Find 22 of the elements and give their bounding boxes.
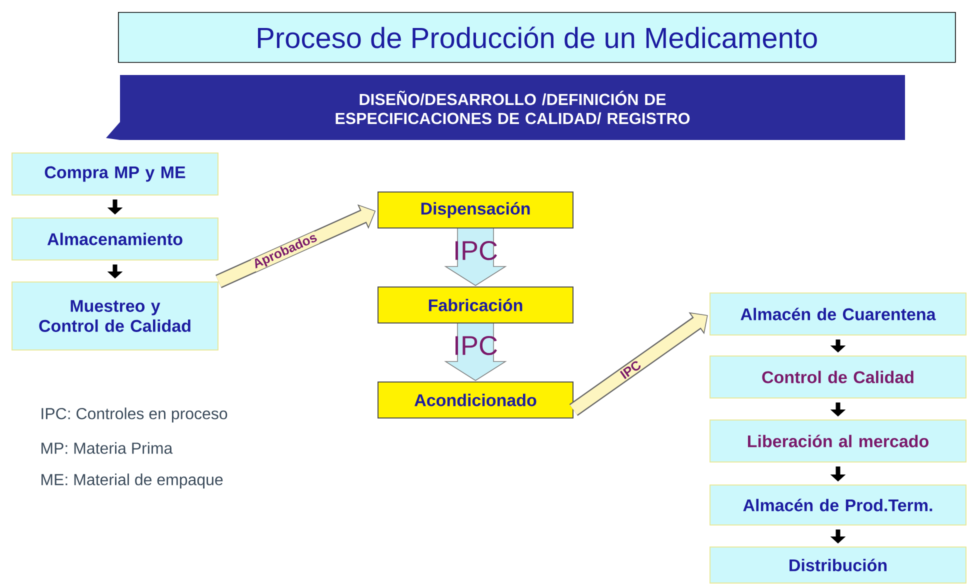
- process-box: Almacenamiento: [12, 218, 218, 260]
- process-box: Liberación al mercado: [710, 420, 966, 462]
- block-arrow: [444, 323, 507, 381]
- process-box: Dispensación: [378, 192, 574, 228]
- process-box: Acondicionado: [378, 382, 574, 418]
- process-box: Compra MP y ME: [12, 152, 218, 196]
- edge-label: IPC: [456, 336, 497, 356]
- process-box: Muestreo y Control de Calidad: [12, 282, 218, 350]
- edge-label: IPC: [618, 358, 643, 380]
- note-text: ME: Material de empaque: [42, 474, 223, 488]
- process-box: Distribución: [710, 546, 966, 584]
- process-box: Fabricación: [378, 286, 574, 324]
- process-box: Almacén de Cuarentena: [710, 292, 966, 336]
- note-text: MP: Materia Prima: [42, 442, 173, 454]
- process-box: Control de Calidad: [710, 356, 966, 398]
- block-arrow: [444, 228, 507, 286]
- title-box: Proceso de Producción de un Medicamento: [118, 12, 956, 63]
- banner-band: DISEÑO/DESARROLLO /DEFINICIÓN DE ESPECIFICACIONES DE CALIDAD/ REGISTRO: [106, 75, 905, 140]
- edge-label: IPC: [456, 240, 497, 260]
- note-text: IPC: Controles en proceso: [42, 408, 228, 422]
- arrow: [569, 312, 708, 416]
- process-box: Almacén de Prod.Term.: [710, 484, 966, 526]
